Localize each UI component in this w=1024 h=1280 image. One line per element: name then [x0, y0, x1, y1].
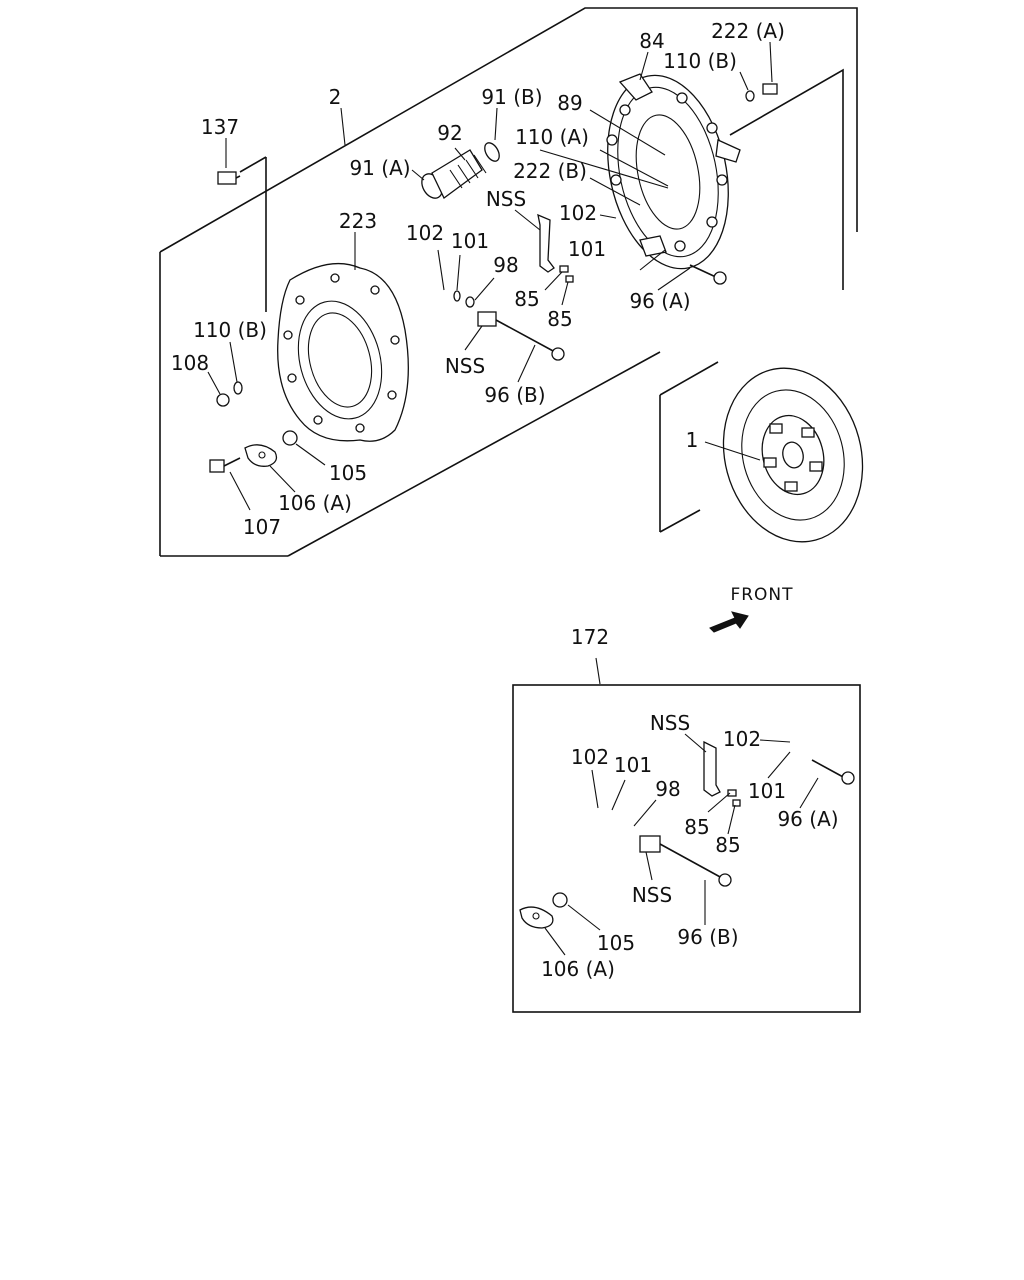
- label-107: 107: [243, 515, 281, 539]
- kit-label-85-b: 85: [715, 833, 740, 857]
- label-91a: 91 (A): [349, 156, 410, 180]
- kit-label-102-right: 102: [723, 727, 761, 751]
- kit-label-106a: 106 (A): [541, 957, 615, 981]
- label-108: 108: [171, 351, 209, 375]
- kit-bolt-96a: [811, 759, 855, 785]
- release-sleeve: [421, 142, 500, 199]
- label-102-mid: 102: [406, 221, 444, 245]
- label-89: 89: [557, 91, 582, 115]
- disc-springs: [763, 423, 823, 492]
- pin-85: [559, 265, 574, 283]
- label-1: 1: [686, 428, 699, 452]
- label-137: 137: [201, 115, 239, 139]
- kit-label-85-a: 85: [684, 815, 709, 839]
- label-110b-top: 110 (B): [663, 49, 737, 73]
- nut-108: [216, 393, 230, 407]
- label-172: 172: [571, 625, 609, 649]
- kit-label-98: 98: [655, 777, 680, 801]
- bolt-107: [209, 457, 241, 473]
- label-101-mid: 101: [451, 229, 489, 253]
- label-110b-left: 110 (B): [193, 318, 267, 342]
- label-92: 92: [437, 121, 462, 145]
- label-98: 98: [493, 253, 518, 277]
- label-nss-mid: NSS: [445, 354, 485, 378]
- kit-lever-nss: [703, 740, 721, 797]
- cover-bolt-holes: [606, 92, 728, 252]
- flywheel-holes: [283, 273, 400, 433]
- eyebolt-nss: [477, 311, 565, 361]
- label-91b: 91 (B): [481, 85, 542, 109]
- plate-106a: [244, 444, 278, 467]
- assembly-frame: [159, 7, 858, 557]
- kit-label-nss-top: NSS: [650, 711, 690, 735]
- lever-nss-top: [537, 213, 555, 273]
- clutch-disc-1: [722, 367, 864, 543]
- label-85-b: 85: [547, 307, 572, 331]
- label-222b: 222 (B): [513, 159, 587, 183]
- leader-lines: [207, 41, 819, 956]
- spring-92: [449, 154, 487, 189]
- kit-label-96a: 96 (A): [777, 807, 838, 831]
- bolt-96a: [689, 264, 727, 285]
- washer-101: [453, 290, 461, 302]
- spring-98: [465, 296, 475, 308]
- label-nss-top: NSS: [486, 187, 526, 211]
- kit-label-101-left: 101: [614, 753, 652, 777]
- label-85-a: 85: [514, 287, 539, 311]
- front-arrow-icon: [709, 611, 749, 633]
- kit-frame: [512, 684, 861, 1013]
- front-label: FRONT: [730, 585, 793, 605]
- kit-pins-85: [727, 789, 741, 807]
- bolt-137: [217, 171, 241, 185]
- kit-eyebolt: [639, 835, 732, 887]
- part-labels: 2 137 223 92 91 (A) 91 (B) 89 84 222 (A)…: [171, 19, 839, 981]
- flywheel-223: [277, 262, 409, 442]
- washer-110b-top: [745, 90, 755, 102]
- kit-label-101-right: 101: [748, 779, 786, 803]
- label-2: 2: [329, 85, 342, 109]
- label-110a: 110 (A): [515, 125, 589, 149]
- label-223: 223: [339, 209, 377, 233]
- label-101-right: 101: [568, 237, 606, 261]
- label-222a: 222 (A): [711, 19, 785, 43]
- nut-105: [282, 430, 298, 446]
- label-96b: 96 (B): [484, 383, 545, 407]
- kit-label-nss-bottom: NSS: [632, 883, 672, 907]
- bolt-222a: [762, 83, 778, 95]
- kit-label-105: 105: [597, 931, 635, 955]
- clutch-disc-frame: [659, 361, 719, 533]
- label-105: 105: [329, 461, 367, 485]
- label-96a: 96 (A): [629, 289, 690, 313]
- label-84: 84: [639, 29, 664, 53]
- kit-label-102-left: 102: [571, 745, 609, 769]
- kit-plate-106a: [519, 906, 554, 929]
- kit-label-96b: 96 (B): [677, 925, 738, 949]
- label-102-top: 102: [559, 201, 597, 225]
- washer-110b-left: [233, 381, 243, 395]
- label-106a: 106 (A): [278, 491, 352, 515]
- clutch-cover-84: [599, 73, 741, 270]
- kit-nut-105: [552, 892, 568, 908]
